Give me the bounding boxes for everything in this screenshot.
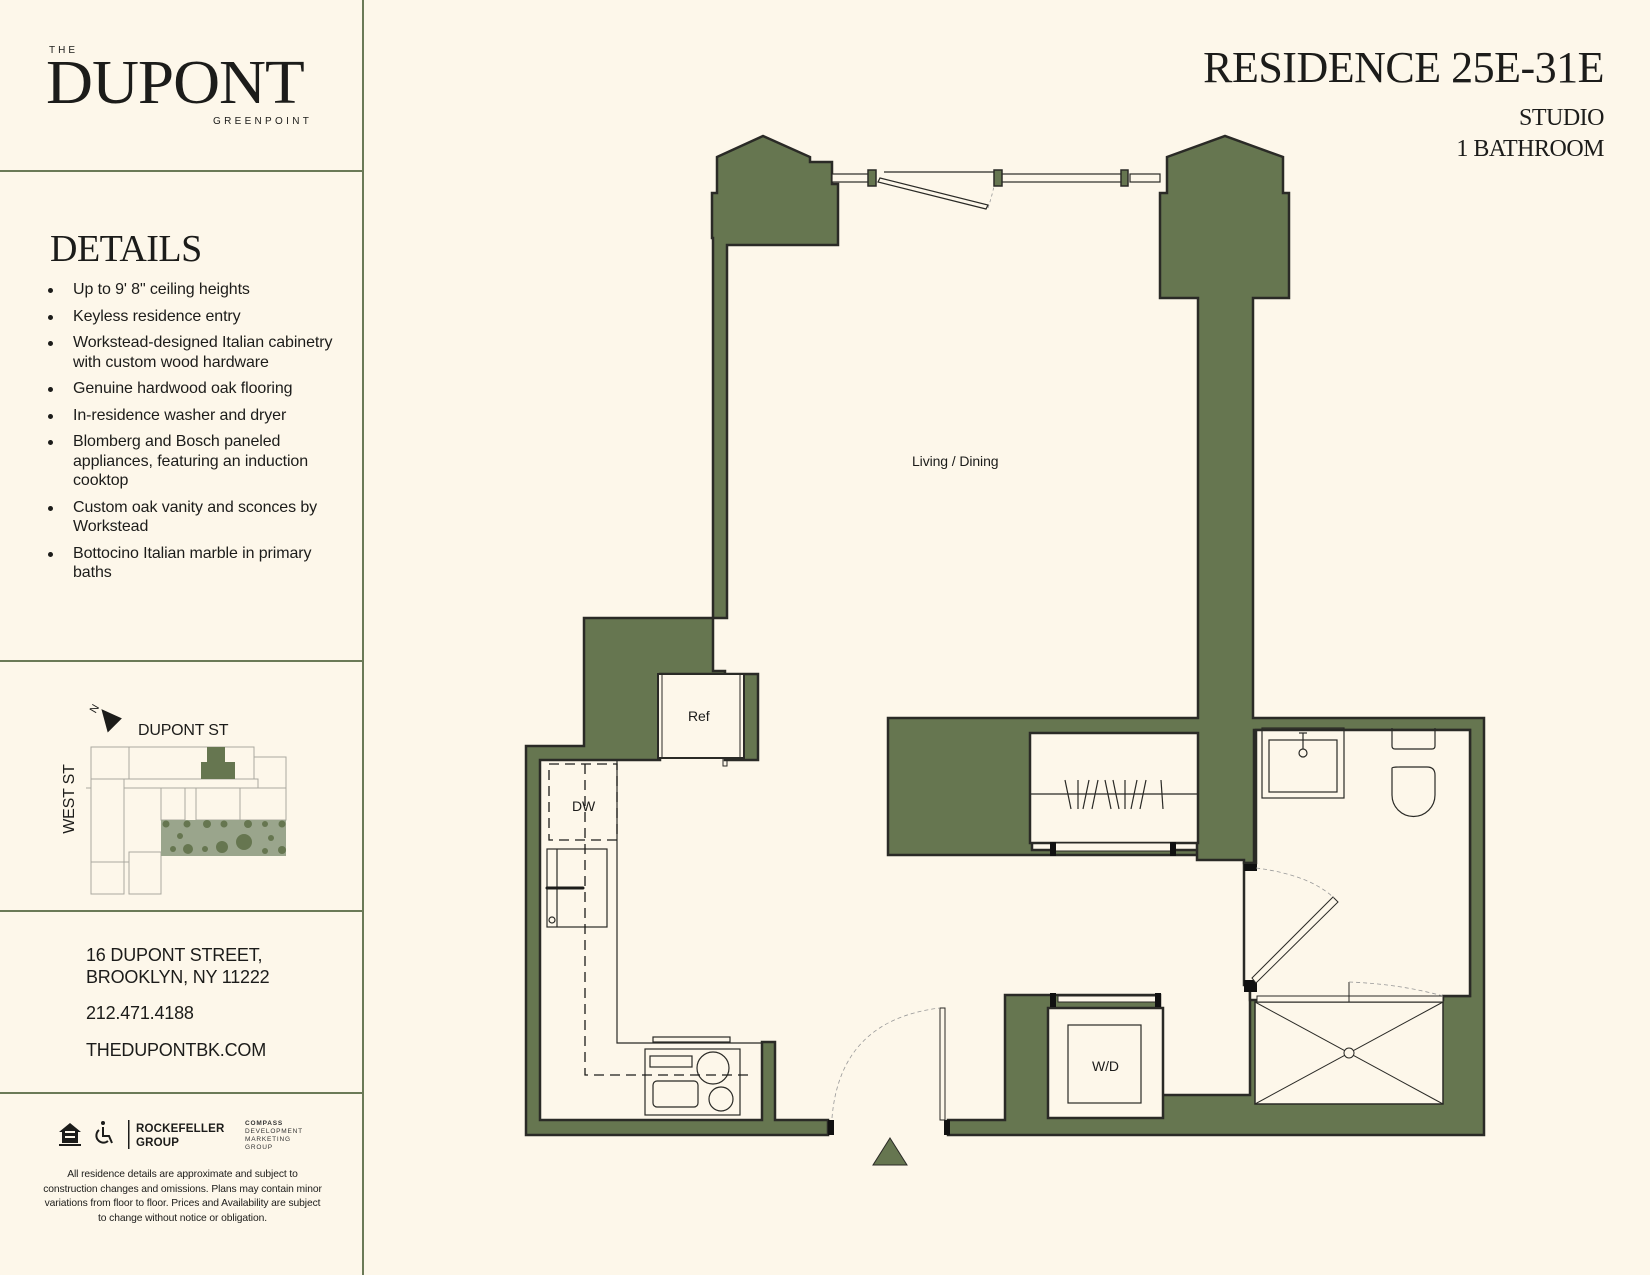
street-label-top: DUPONT ST: [138, 722, 229, 739]
logo-wordmark: DUPONT: [46, 49, 305, 117]
sidebar: THE DUPONT GREENPOINT DETAILS Up to 9' 8…: [0, 0, 364, 1275]
site-map: [86, 709, 287, 895]
partner2-line3: MARKETING: [245, 1136, 291, 1143]
website-link[interactable]: THEDUPONTBK.COM: [86, 1040, 267, 1060]
details-item: In-residence washer and dryer: [44, 406, 344, 426]
address-line1: 16 DUPONT STREET,: [86, 945, 263, 965]
toilet: [1391, 728, 1436, 750]
partner2-line1: COMPASS: [245, 1120, 283, 1127]
room-label-ref: Ref: [688, 708, 710, 724]
logo-the: THE: [49, 45, 78, 56]
details-item: Genuine hardwood oak flooring: [44, 379, 344, 399]
partner1-line2: GROUP: [136, 1137, 180, 1149]
phone-link[interactable]: 212.471.4188: [86, 1003, 194, 1023]
ref-appliance: [657, 673, 745, 759]
room-label-wd: W/D: [1092, 1058, 1119, 1074]
room-label-living: Living / Dining: [912, 453, 999, 469]
site-map-section: N DUPONT ST WEST ST: [0, 662, 364, 912]
residence-title: RESIDENCE 25E-31E: [1203, 43, 1604, 92]
north-arrow-icon: [101, 709, 122, 733]
dishwasher: [548, 763, 618, 841]
wd-closet: [1046, 1006, 1165, 1120]
details-list: Up to 9' 8" ceiling heights Keyless resi…: [44, 280, 344, 590]
residence-type: STUDIO: [1519, 105, 1605, 131]
contact-section: 16 DUPONT STREET, BROOKLYN, NY 11222 212…: [0, 912, 364, 1094]
details-item: Workstead-designed Italian cabinetry wit…: [44, 333, 344, 372]
closet: [1028, 731, 1200, 845]
compass-logo: COMPASS DEVELOPMENT MARKETING GROUP: [245, 1120, 303, 1152]
legal-disclaimer: All residence details are approximate an…: [43, 1169, 322, 1224]
room-label-dw: DW: [572, 798, 596, 814]
details-section: DETAILS Up to 9' 8" ceiling heights Keyl…: [0, 172, 364, 662]
partner2-line2: DEVELOPMENT: [245, 1128, 303, 1135]
details-item: Blomberg and Bosch paneled appliances, f…: [44, 432, 344, 491]
washer-dryer: [1067, 1024, 1142, 1104]
sink: [1261, 727, 1345, 799]
logo-section: THE DUPONT GREENPOINT: [0, 0, 364, 172]
partner1-line1: ROCKEFELLER: [136, 1123, 225, 1135]
partner2-line4: GROUP: [245, 1144, 273, 1151]
entry-arrow-icon: [872, 1137, 908, 1166]
wall-left-tower: [524, 134, 840, 1137]
rockefeller-group-logo: ROCKEFELLER GROUP: [136, 1122, 224, 1150]
details-item: Up to 9' 8" ceiling heights: [44, 280, 344, 300]
logo-location: GREENPOINT: [213, 116, 313, 127]
details-item: Keyless residence entry: [44, 307, 344, 327]
details-item: Bottocino Italian marble in primary bath…: [44, 544, 344, 583]
residence-bathrooms: 1 BATHROOM: [1456, 136, 1604, 162]
address-line2: BROOKLYN, NY 11222: [86, 967, 270, 987]
details-item: Custom oak vanity and sconces by Workste…: [44, 498, 344, 537]
details-title: DETAILS: [50, 228, 202, 270]
